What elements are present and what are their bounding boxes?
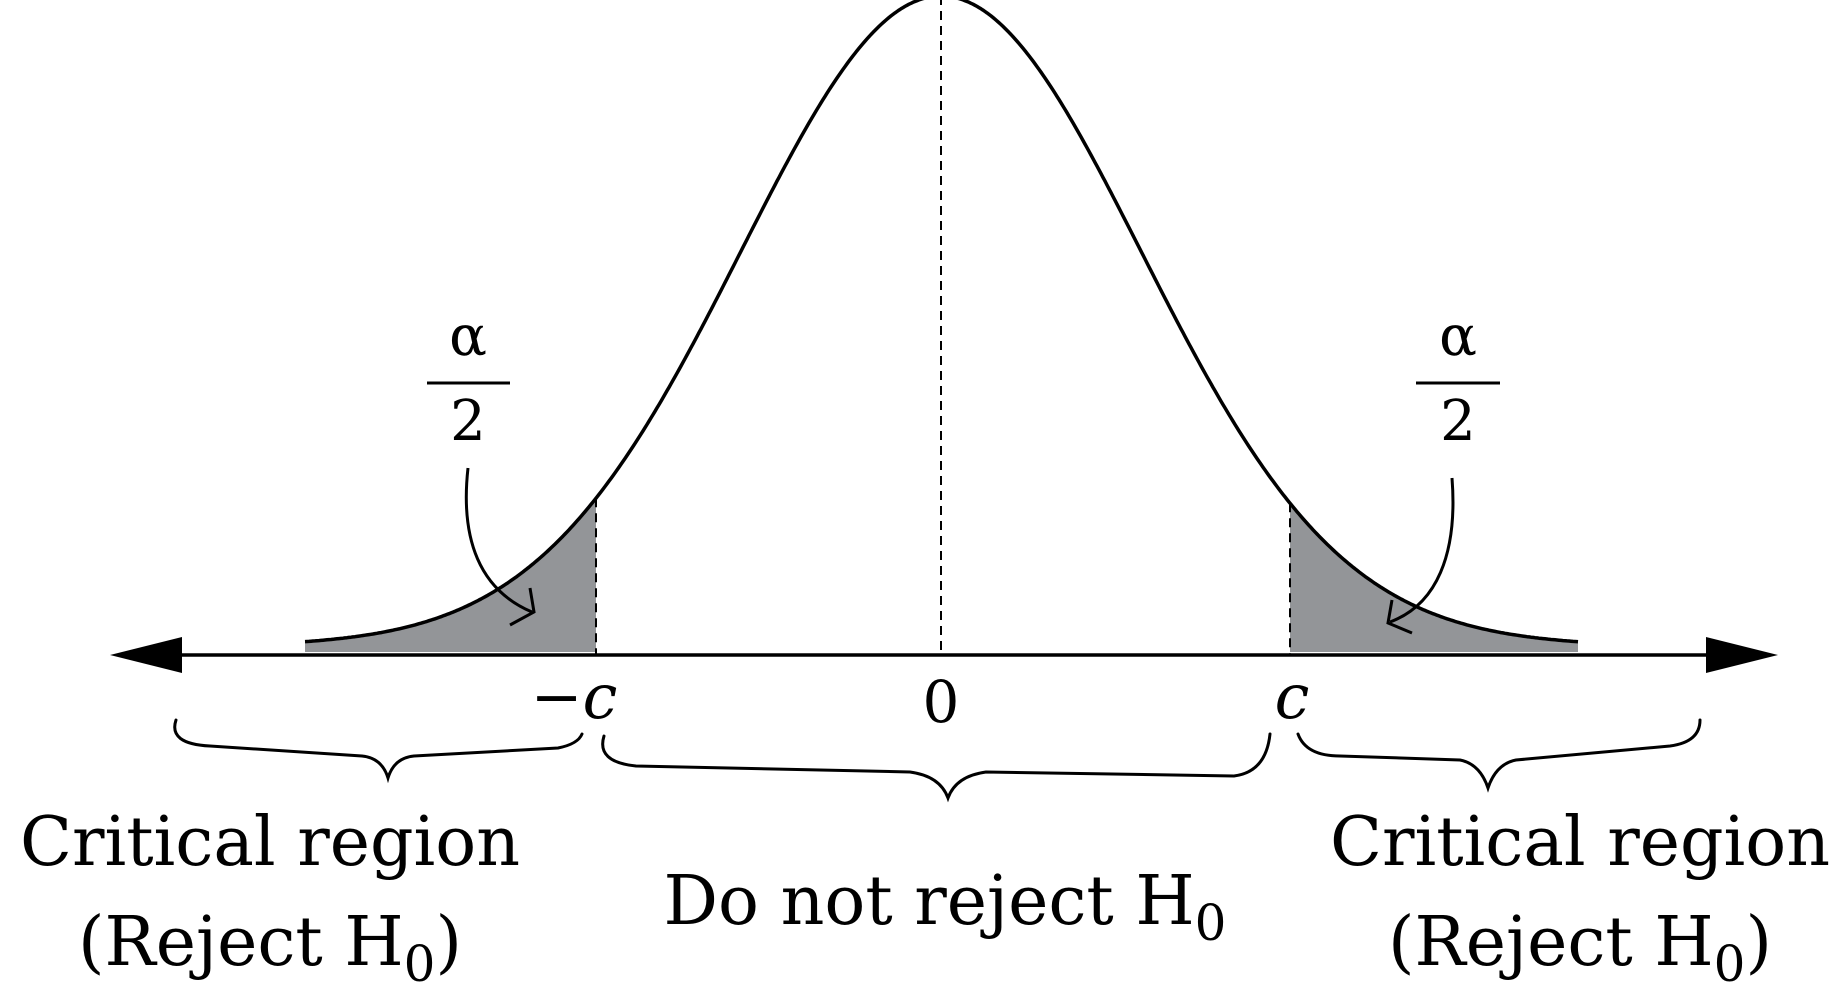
right-region-decision: (Reject H0) bbox=[1388, 903, 1772, 993]
axis-left-arrowhead-icon bbox=[110, 637, 182, 673]
left-pointer-arrowhead-icon bbox=[509, 587, 536, 627]
right-critical-region-caption: Critical region (Reject H0) bbox=[1330, 803, 1830, 993]
left-region-decision: (Reject H0) bbox=[78, 903, 462, 993]
left-region-title: Critical region bbox=[20, 803, 520, 882]
right-critical-value-label: c bbox=[1275, 660, 1310, 733]
left-critical-value-label: −c bbox=[531, 660, 618, 733]
left-critical-region-caption: Critical region (Reject H0) bbox=[20, 803, 520, 993]
middle-region-brace bbox=[601, 732, 1272, 803]
do-not-reject-region-caption: Do not reject H0 bbox=[664, 862, 1227, 952]
left-alpha-denominator: 2 bbox=[450, 389, 486, 454]
left-alpha-numerator: α bbox=[449, 304, 487, 369]
left-tail-area-label: α 2 bbox=[427, 304, 510, 454]
right-tail-shaded-area bbox=[1290, 503, 1578, 652]
middle-region-title: Do not reject H0 bbox=[664, 862, 1227, 952]
left-tail-shaded-area bbox=[305, 498, 596, 652]
right-region-brace bbox=[1296, 718, 1702, 793]
center-value-label: 0 bbox=[923, 668, 960, 736]
left-region-brace bbox=[173, 718, 584, 784]
normal-density-curve bbox=[304, 0, 1579, 644]
right-alpha-denominator: 2 bbox=[1440, 389, 1476, 454]
right-alpha-numerator: α bbox=[1439, 304, 1477, 369]
right-tail-area-label: α 2 bbox=[1416, 304, 1500, 454]
right-curved-pointer-arrow-icon bbox=[1389, 477, 1455, 624]
right-region-title: Critical region bbox=[1330, 803, 1830, 882]
left-curved-pointer-arrow-icon bbox=[464, 467, 533, 614]
right-pointer-arrowhead-icon bbox=[1386, 599, 1413, 635]
axis-right-arrowhead-icon bbox=[1706, 637, 1778, 673]
